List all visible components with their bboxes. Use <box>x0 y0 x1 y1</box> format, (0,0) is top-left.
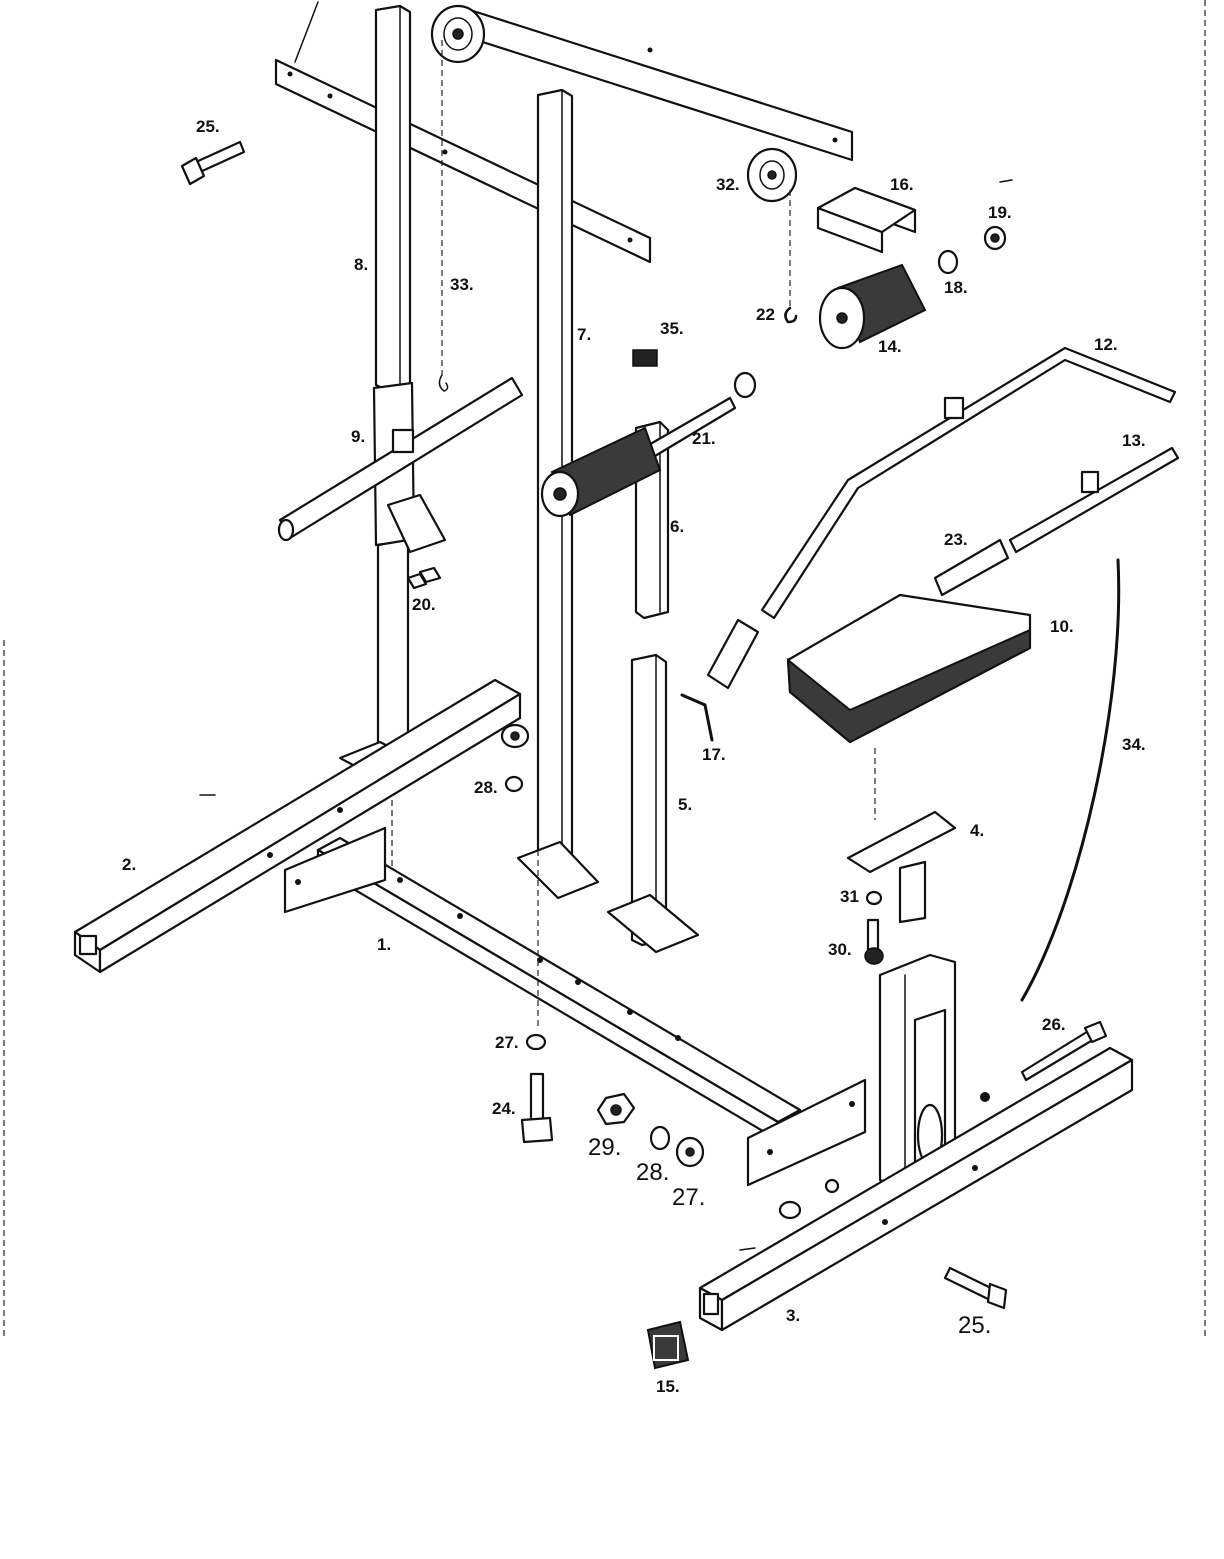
label-part-1: 1. <box>377 935 391 954</box>
label-part-30: 30. <box>828 940 852 959</box>
curl-bar-12 <box>760 346 1177 620</box>
label-part-2: 2. <box>122 855 136 874</box>
label-part-33: 33. <box>450 275 474 294</box>
roller-14 <box>818 263 927 350</box>
label-part-34: 34. <box>1122 735 1146 754</box>
label-part-3: 3. <box>786 1306 800 1325</box>
label-part-4: 4. <box>970 821 984 840</box>
label-part-24: 24. <box>492 1099 516 1118</box>
pulley-32 <box>746 147 798 324</box>
label-part-25-bottom: 25. <box>958 1312 991 1339</box>
nut-19 <box>983 225 1007 251</box>
washer-20 <box>406 566 442 590</box>
label-part-20: 20. <box>412 595 436 614</box>
stray-mark-2 <box>999 179 1013 183</box>
lock-washer-28-top <box>504 775 524 793</box>
label-part-26: 26. <box>1042 1015 1066 1034</box>
washer-loose-1 <box>778 1200 802 1220</box>
grip-bottom <box>706 618 760 690</box>
grip-23 <box>933 538 1010 597</box>
label-part-17: 17. <box>702 745 726 764</box>
label-part-27-top: 27. <box>495 1033 519 1052</box>
washer-18 <box>937 249 959 275</box>
square-nut-35 <box>632 349 658 367</box>
base-tube-3 <box>698 1046 1134 1332</box>
label-part-7: 7. <box>577 325 591 344</box>
cable-hook-33 <box>438 374 449 392</box>
label-part-5: 5. <box>678 795 692 814</box>
label-part-22: 22 <box>756 305 775 324</box>
label-part-13: 13. <box>1122 431 1146 450</box>
bracket-16 <box>816 186 917 254</box>
label-part-32: 32. <box>716 175 740 194</box>
leader-line-top <box>294 1 319 63</box>
label-part-14: 14. <box>878 337 902 356</box>
seat-pad-10 <box>786 593 1032 744</box>
base-beam-1 <box>283 826 867 1187</box>
label-part-6: 6. <box>670 517 684 536</box>
label-part-35: 35. <box>660 319 684 338</box>
carriage-bolt-24 <box>520 1072 554 1144</box>
rear-upright <box>878 953 957 1192</box>
seat-bracket-4 <box>846 810 957 924</box>
washer-27-bottom <box>675 1136 705 1168</box>
washer-loose-2 <box>824 1178 840 1194</box>
bolt-30 <box>864 890 884 965</box>
label-part-25-top: 25. <box>196 117 220 136</box>
washer-27-top <box>525 1033 547 1051</box>
label-part-28-top: 28. <box>474 778 498 797</box>
label-part-12: 12. <box>1094 335 1118 354</box>
bolt-25-top <box>180 140 246 186</box>
label-part-16: 16. <box>890 175 914 194</box>
label-part-27-bottom: 27. <box>672 1184 705 1211</box>
lock-washer-28-bottom <box>649 1125 671 1151</box>
base-tube-2 <box>73 678 522 974</box>
bolt-25-bottom <box>943 1266 1008 1310</box>
label-part-8: 8. <box>354 255 368 274</box>
label-part-29: 29. <box>588 1134 621 1161</box>
nut-29 <box>596 1092 636 1126</box>
label-part-9: 9. <box>351 427 365 446</box>
pin-17 <box>680 693 714 742</box>
top-cross-bar-front <box>274 58 652 264</box>
bar-9 <box>277 376 524 554</box>
label-part-15: 15. <box>656 1377 680 1396</box>
label-part-28-bottom: 28. <box>636 1159 669 1186</box>
label-part-23: 23. <box>944 530 968 549</box>
stray-mark-3 <box>739 1247 756 1251</box>
top-pulley <box>430 4 486 64</box>
bar-13 <box>1008 446 1180 554</box>
label-part-18: 18. <box>944 278 968 297</box>
cable-34 <box>1020 558 1121 1002</box>
top-cross-bar-rear <box>468 8 854 162</box>
label-part-21: 21. <box>692 429 716 448</box>
nut-top <box>500 723 530 749</box>
label-part-19: 19. <box>988 203 1012 222</box>
bolt-26 <box>1020 1020 1108 1082</box>
label-part-31: 31 <box>840 887 859 906</box>
label-part-10: 10. <box>1050 617 1074 636</box>
roller-21 <box>540 371 757 518</box>
upright-post-5 <box>606 653 700 954</box>
end-cap-15 <box>646 1320 690 1370</box>
